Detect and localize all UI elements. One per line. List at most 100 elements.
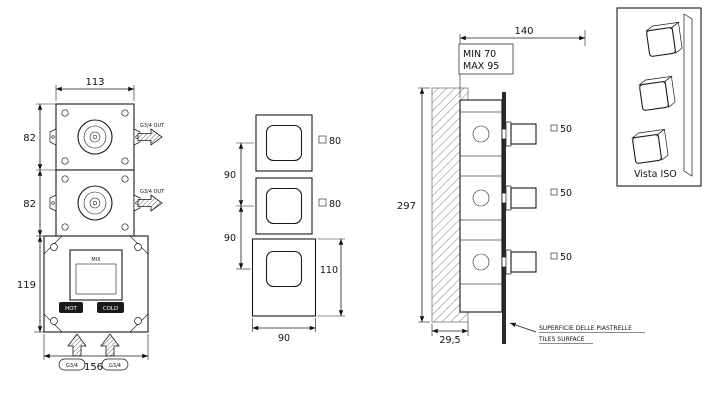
dim-82-mid: 82 [23,170,44,237]
knob-side [510,123,537,145]
dim-50-bottom-label: 50 [560,252,572,263]
outlet-middle: G3/4 OUT [137,189,165,212]
inlet-arrow-icon [67,333,87,357]
dim-square-80-mid: 80 [318,198,341,210]
tiles-note-it-label: SUPERFICIE DELLE PIASTRELLE [539,325,632,332]
knob-assembly-bottom: 50 [459,239,572,285]
side-tab [133,128,141,146]
cartridge-circle [83,191,107,215]
dim-90-width: 90 [252,318,316,344]
mounting-hole-icon [134,243,142,251]
square-symbol-icon [550,124,558,132]
escutcheon [505,249,512,275]
dim-156: 156 [43,334,149,373]
valve-module-top [49,103,141,171]
dim-140-label: 140 [514,26,533,37]
dim-297: 297 [397,87,430,323]
screw-icon [61,157,69,165]
dim-50-top-label: 50 [560,124,572,135]
iso-knob-top [645,21,683,57]
dim-113-label: 113 [85,77,104,88]
valve-module-bottom: MIX HOT COLD [43,235,149,333]
dim-80-mid-label: 80 [329,199,341,210]
outlet-top: G3/4 OUT [137,123,165,146]
iso-knob-middle [638,75,676,111]
cold-label: COLD [103,306,118,312]
side-tab [133,194,141,212]
outlet-middle-label: G3/4 OUT [140,189,165,195]
hot-label: HOT [65,306,77,312]
mixer-box-inner [75,263,117,295]
outlet-top-label: G3/4 OUT [140,123,165,129]
knob-front [265,187,303,225]
inlet-cold: G3/4 [100,333,129,371]
cartridge-section [472,253,490,271]
dim-110: 110 [317,238,345,317]
dim-80-top-label: 80 [329,136,341,147]
valve-body-front-view: MIX HOT COLD G3/4 OUT G3/4 OUT G3/4 G3/4 [17,77,165,373]
square-symbol-icon [550,188,558,196]
square-symbol-icon [318,198,327,207]
tiles-note-en-label: TILES SURFACE [538,336,585,343]
screw-icon [61,175,69,183]
escutcheon [505,121,512,147]
tiles-surface-note: SUPERFICIE DELLE PIASTRELLE TILES SURFAC… [509,322,645,344]
dim-82-top-label: 82 [23,133,36,144]
module-plate [55,103,135,171]
cartridge-section [472,189,490,207]
outlet-arrow-icon [137,194,163,212]
cartridge-circle [77,119,113,155]
valve-module-middle [49,169,141,237]
dim-297-label: 297 [397,201,416,212]
dim-113: 113 [55,77,135,101]
knob-front [265,124,303,162]
inlet-arrow-icon [100,333,120,357]
cold-badge [97,302,124,313]
min-depth-label: MIN 70 [463,49,496,60]
dim-square-80-top: 80 [318,135,341,147]
dim-110-label: 110 [320,265,338,276]
trim-plate-bottom [251,238,317,317]
knob-assembly-middle: 50 [459,175,572,221]
screw-icon [121,223,129,231]
dim-90-width-label: 90 [278,333,290,344]
square-symbol-icon [318,135,327,144]
side-tab [49,194,57,212]
tab-hole-icon [51,201,55,205]
dim-82-mid-label: 82 [23,199,36,210]
screw-icon [61,223,69,231]
mixer-box [69,249,123,301]
screw-icon [121,157,129,165]
dim-156-label: 156 [84,362,103,373]
tab-hole-icon [51,135,55,139]
max-depth-label: MAX 95 [463,61,499,72]
cartridge-circle [77,185,113,221]
tile-layer [502,92,506,344]
trim-plate-top [255,114,313,172]
iso-knob-bottom [631,128,669,164]
hot-badge [59,302,83,313]
screw-icon [121,175,129,183]
inlet-hot: G3/4 [58,333,87,371]
trim-plate-middle [255,177,313,235]
dim-119: 119 [17,236,44,333]
dim-29-5: 29,5 [431,322,469,346]
mounting-hole-icon [50,317,58,325]
spindle-center [92,200,98,206]
iso-view-box: Vista ISO [616,7,702,187]
knob-front [265,250,303,288]
square-symbol-icon [550,252,558,260]
mounting-hole-icon [134,317,142,325]
dim-90-pitch-bottom-label: 90 [224,233,236,244]
iso-plate-edge [683,13,693,177]
inlet-badge [58,358,86,371]
wall-section-view: 50 50 50 140 MIN 7 [397,26,645,346]
mounting-hole-icon [50,243,58,251]
min-max-depth-box: MIN 70 MAX 95 [458,43,514,75]
dim-90-pitch-top-label: 90 [224,170,236,181]
min-max-box [458,43,514,75]
outlet-arrow-icon [137,128,163,146]
knob-assembly-top: 50 [459,111,572,157]
